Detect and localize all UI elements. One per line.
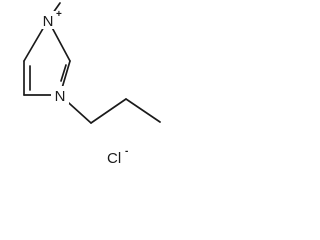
atom-n3: N: [51, 86, 69, 105]
n1-symbol: N: [43, 13, 54, 30]
chemical-structure: N + N Cl -: [23, 2, 161, 167]
n1-charge: +: [56, 9, 62, 20]
chloride-ion: Cl -: [107, 146, 128, 167]
chloride-symbol: Cl: [107, 150, 121, 167]
propyl-bond-2: [90, 98, 127, 124]
propyl-bond-3: [125, 98, 161, 123]
c2-n3-double-bond-line: [60, 64, 67, 82]
chloride-charge: -: [125, 146, 128, 157]
atom-n1: N +: [38, 9, 62, 30]
n3-symbol: N: [55, 88, 66, 105]
